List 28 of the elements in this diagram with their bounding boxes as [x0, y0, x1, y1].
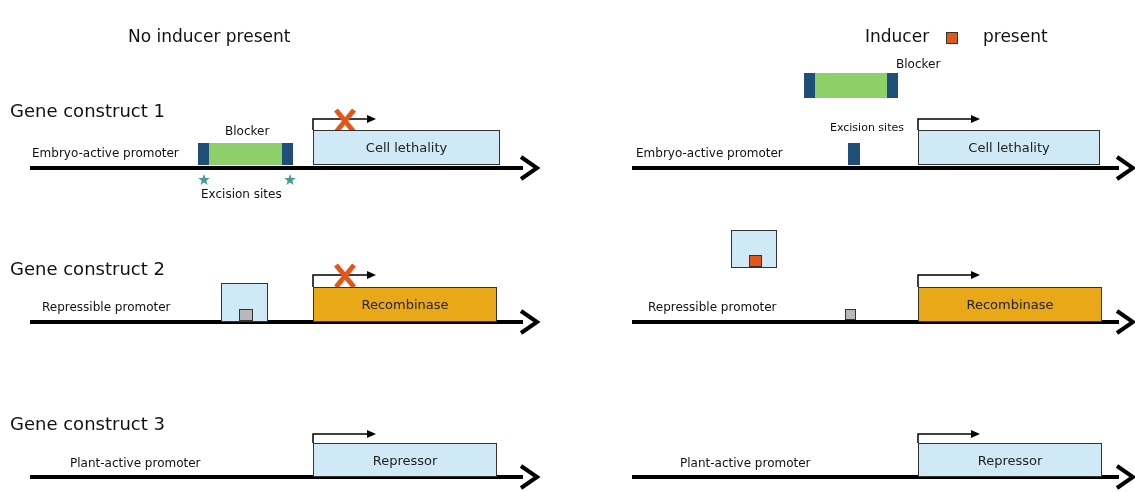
promoter-label: Repressible promoter	[42, 300, 171, 314]
gene-box: Recombinase	[918, 287, 1102, 322]
site-label: Excision sites	[201, 187, 282, 201]
panel-heading: No inducer present	[128, 26, 291, 46]
promoter-label: Plant-active promoter	[680, 456, 811, 470]
operator-square	[239, 309, 253, 321]
segment-label: Blocker	[225, 124, 270, 138]
promoter-label: Embryo-active promoter	[636, 146, 783, 160]
promoter-label: Repressible promoter	[648, 300, 777, 314]
construct-heading: Gene construct 1	[10, 100, 165, 121]
gene-box: Cell lethality	[313, 130, 500, 165]
gene-box: Repressor	[918, 443, 1102, 477]
operator-square	[845, 309, 856, 320]
promoter-label: Plant-active promoter	[70, 456, 201, 470]
panel-heading: Inducer	[865, 26, 930, 46]
panel-heading: present	[983, 26, 1048, 46]
gene-box	[221, 283, 268, 322]
construct-heading: Gene construct 2	[10, 258, 165, 279]
gene-box: Repressor	[313, 443, 497, 477]
excision-site-segment	[848, 143, 860, 165]
construct-heading: Gene construct 3	[10, 413, 165, 434]
promoter-label: Embryo-active promoter	[32, 146, 179, 160]
inducer-square	[749, 255, 762, 267]
gene-box: Cell lethality	[918, 130, 1100, 165]
gene-box: Recombinase	[313, 287, 497, 322]
site-label: Excision sites	[830, 121, 904, 134]
gene-box	[731, 230, 777, 268]
segment-label: Blocker	[896, 57, 941, 71]
